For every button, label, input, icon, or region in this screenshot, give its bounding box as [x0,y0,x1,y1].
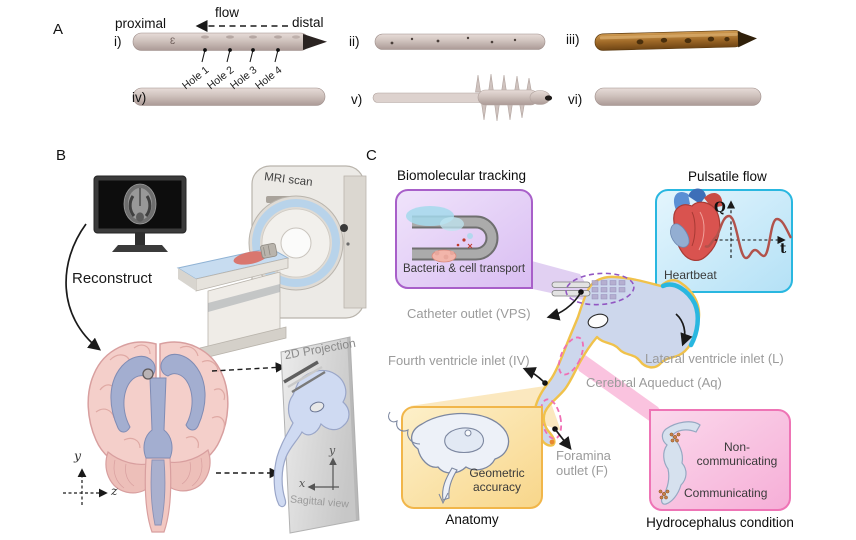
brain-icon [87,341,229,533]
pulsatile-title: Pulsatile flow [688,169,767,184]
flow-distal-label: distal [292,15,324,30]
yz-axes [63,468,108,505]
blocked-ventricle-icon [658,421,701,505]
catheter-i [132,32,327,63]
catheter-i-label: i) [114,34,122,49]
heartbeat-label: Heartbeat [664,268,717,282]
geometric-accuracy-caption: Geometric accuracy [469,466,525,495]
flow-proximal-label: proximal [115,16,167,31]
catheter-v-label: v) [351,92,363,107]
projection-panel [273,336,360,534]
monitor-icon [93,175,187,252]
catheter-vi [594,87,762,106]
catheter-ii-label: ii) [349,34,360,49]
ventricle-3d-model [533,272,701,447]
hydrocephalus-title: Hydrocephalus condition [646,515,794,530]
catheter-depth-marking: 3 [170,36,176,47]
catheter-v [372,73,553,122]
anatomy-title: Anatomy [445,512,499,527]
panel-b-label: B [56,147,67,164]
catheter-iv-label: iv) [132,90,147,105]
aqueduct-dashed-ellipse [558,336,584,376]
foramina-dashed-ellipse [539,398,563,440]
catheter-iii-label: iii) [566,32,580,47]
cerebral-aqueduct-annotation: Cerebral Aqueduct (Aq) [586,375,722,390]
reconstruct-arrow [65,223,102,351]
microchannel-icon [406,206,499,263]
proj-axis-x-label: x [299,477,306,490]
ventricle-sketch-icon [388,411,510,505]
biomolecular-box [395,189,533,289]
reconstruct-label: Reconstruct [72,270,153,287]
q-axis-label: Q [714,200,726,216]
annotation-arrows [522,289,693,450]
funnel-yellow [410,386,561,431]
catheter-iv [132,87,326,106]
communicating-label: Communicating [684,486,768,500]
axis-y-label: y [74,448,82,463]
fourth-ventricle-annotation: Fourth ventricle inlet (IV) [388,353,530,368]
vps-catheter-icon [551,272,635,306]
t-axis-label: t [780,241,787,257]
lateral-ventricle-annotation: Lateral ventricle inlet (L) [645,351,784,366]
axis-z-label: z [111,483,118,498]
catheter-vi-label: vi) [568,92,583,107]
brain-to-projection-arrows [211,362,287,479]
pulsatile-box [655,188,793,293]
biomolecular-title: Biomolecular tracking [397,168,527,183]
noncommunicating-label: Non- communicating [696,440,778,469]
catheter-outlet-annotation: Catheter outlet (VPS) [407,306,531,321]
proj-axis-y-label: y [329,444,336,457]
catheter-iii [594,30,757,51]
anatomy-box [388,406,543,509]
panel-a-label: A [53,21,64,38]
flow-waveform [704,200,793,260]
hydrocephalus-box [649,409,791,511]
flow-label: flow [214,5,239,20]
biomolecular-caption: Bacteria & cell transport [402,263,526,275]
catheter-ii [374,33,546,50]
mri-scanner-icon [176,165,367,360]
foramina-annotation: Foramina outlet (F) [556,448,611,479]
panel-c-label: C [366,147,377,164]
